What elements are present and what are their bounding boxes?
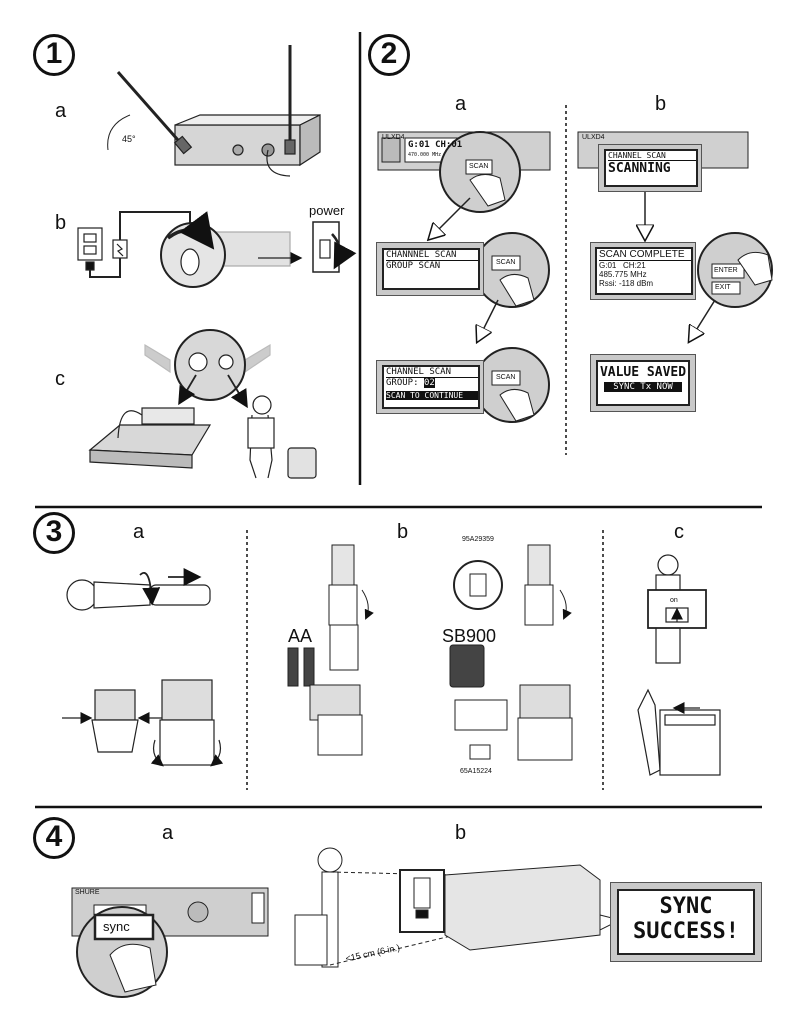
- step4-receiver: [71, 887, 269, 998]
- step4-label-b: b: [455, 822, 467, 844]
- step1-receiver-antennas: [107, 45, 321, 177]
- step1-label-a: a: [55, 100, 67, 122]
- scanning-screen: CHANNEL SCAN SCANNING: [604, 149, 698, 187]
- step3-label-a: a: [133, 521, 145, 543]
- step-number-1: 1: [33, 34, 75, 76]
- enter-button-label: ENTER: [714, 267, 738, 274]
- group-value: 02: [423, 378, 435, 388]
- step4-label-a: a: [162, 822, 174, 844]
- value-saved-line1: VALUE SAVED: [599, 365, 687, 380]
- scan-button-label-3: SCAN: [496, 374, 516, 381]
- section-dividers: [35, 32, 762, 809]
- scan-menu-screen: CHANNNEL SCAN GROUP SCAN: [382, 248, 480, 290]
- part-number-top: 95A29359: [462, 536, 494, 543]
- scan-button-label-2: SCAN: [496, 259, 516, 266]
- group-label: GROUP:: [386, 378, 419, 388]
- step2-label-a: a: [455, 93, 467, 115]
- step3-label-c: c: [674, 521, 684, 543]
- sync-success-screen: SYNC SUCCESS!: [617, 889, 755, 955]
- receiver-model-a: ULXD4: [382, 134, 405, 141]
- scan-complete-frame: SCAN COMPLETE G:01 CH:21 485.775 MHz Rss…: [590, 242, 696, 300]
- sync-success-frame: SYNC SUCCESS!: [610, 882, 762, 962]
- scan-menu-line2: GROUP SCAN: [386, 261, 441, 271]
- step1-label-b: b: [55, 212, 67, 234]
- receiver-display-freq: 470.000 MHz: [408, 152, 442, 158]
- receiver-model-b: ULXD4: [582, 134, 605, 141]
- step3-label-b: b: [397, 521, 409, 543]
- step2-label-b: b: [655, 93, 667, 115]
- scan-complete-rssi: Rssi: -118 dBm: [599, 279, 654, 288]
- step1-audio-output: [88, 329, 317, 479]
- scan-complete-channel: CH:21: [623, 261, 646, 270]
- scan-menu-frame: CHANNNEL SCAN GROUP SCAN: [376, 242, 484, 296]
- step2-scan-button-2: [474, 232, 550, 423]
- sync-success-line2: SUCCESS!: [633, 919, 739, 944]
- value-saved-screen: VALUE SAVED SYNC Tx NOW: [596, 360, 690, 406]
- scanning-line2: SCANNING: [608, 161, 671, 176]
- step2-receiver-a: [377, 131, 551, 238]
- scanning-line1: CHANNEL SCAN: [608, 151, 696, 161]
- scan-complete-freq: 485.775 MHz: [599, 270, 647, 279]
- scan-to-continue: SCAN TO CONTINUE: [386, 391, 478, 400]
- receiver-display-main: G:01 CH:01: [408, 140, 463, 150]
- exit-button-label: EXIT: [715, 284, 731, 291]
- scan-complete-group: G:01: [599, 261, 617, 270]
- part-number-bottom: 65A15224: [460, 768, 492, 775]
- step1-label-c: c: [55, 368, 65, 390]
- sb900-battery-label: SB900: [442, 626, 497, 646]
- sync-button-label: sync: [103, 919, 130, 934]
- step-number-4: 4: [33, 817, 75, 859]
- step-number-3: 3: [33, 512, 75, 554]
- sync-success-line1: SYNC: [659, 894, 713, 919]
- power-label: power: [309, 203, 345, 218]
- step3-handheld-mic: [66, 568, 211, 611]
- step3-bodypack: [62, 679, 224, 767]
- group-select-screen: CHANNEL SCAN GROUP: 02 SCAN TO CONTINUE: [382, 365, 480, 409]
- value-saved-frame: VALUE SAVED SYNC Tx NOW: [590, 354, 696, 412]
- scan-button-label-1: SCAN: [469, 163, 489, 170]
- aa-battery-label: AA: [288, 626, 313, 646]
- step4-sync-transmitter: [294, 847, 622, 968]
- group-select-frame: CHANNEL SCAN GROUP: 02 SCAN TO CONTINUE: [376, 360, 484, 414]
- scan-complete-line1: SCAN COMPLETE: [599, 249, 691, 261]
- angle-label: 45°: [122, 134, 136, 144]
- value-saved-line2: SYNC Tx NOW: [604, 382, 682, 392]
- group-select-line1: CHANNEL SCAN: [386, 367, 478, 378]
- scanning-frame: CHANNEL SCAN SCANNING: [598, 144, 702, 192]
- scan-complete-screen: SCAN COMPLETE G:01 CH:21 485.775 MHz Rss…: [595, 247, 693, 295]
- power-on-label: on: [670, 597, 678, 604]
- step-number-2: 2: [368, 34, 410, 76]
- step3-power-on: [637, 554, 721, 776]
- step1-power-connection: [77, 211, 357, 288]
- receiver-brand-step4: SHURE: [75, 889, 100, 896]
- step3-batteries: [287, 544, 573, 761]
- scan-menu-line1: CHANNNEL SCAN: [386, 250, 478, 261]
